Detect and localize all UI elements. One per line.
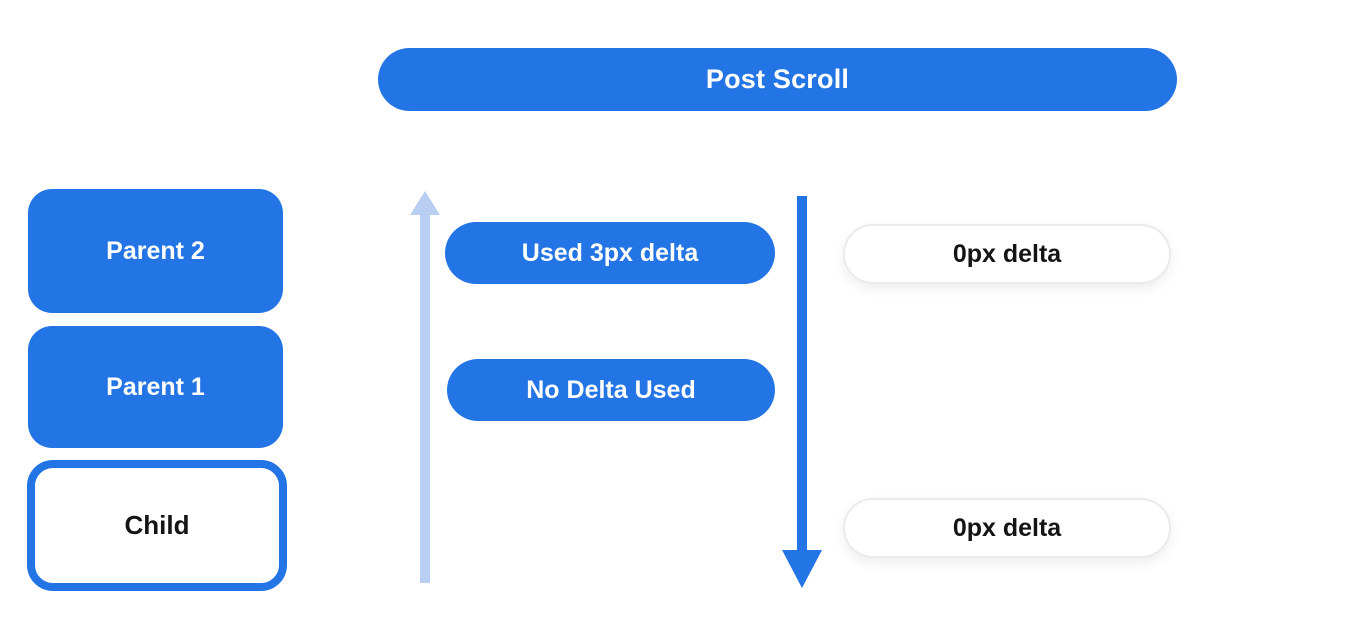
post-scroll-title-pill: Post Scroll <box>378 48 1177 111</box>
down-arrow-icon <box>782 550 822 588</box>
no-delta-used-pill: No Delta Used <box>447 359 775 421</box>
zero-delta-pill-bottom: 0px delta <box>843 498 1171 558</box>
used-delta-pill: Used 3px delta <box>445 222 775 284</box>
child-box: Child <box>27 460 287 591</box>
down-arrow-shaft <box>797 196 807 552</box>
zero-delta-pill-top: 0px delta <box>843 224 1171 284</box>
up-arrow-shaft <box>420 212 430 583</box>
parent1-box: Parent 1 <box>28 326 283 448</box>
up-arrow-icon <box>410 191 440 215</box>
parent2-box: Parent 2 <box>28 189 283 313</box>
